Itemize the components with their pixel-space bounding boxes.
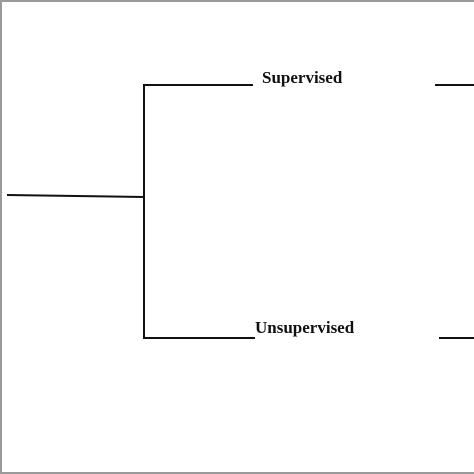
frame-bottom-border [0,472,474,474]
frame-top-border [0,0,474,2]
frame-left-border [0,0,2,474]
branch-label-unsupervised: Unsupervised [255,318,355,337]
branch-label-supervised: Supervised [262,68,343,87]
root-connector [6,193,146,199]
